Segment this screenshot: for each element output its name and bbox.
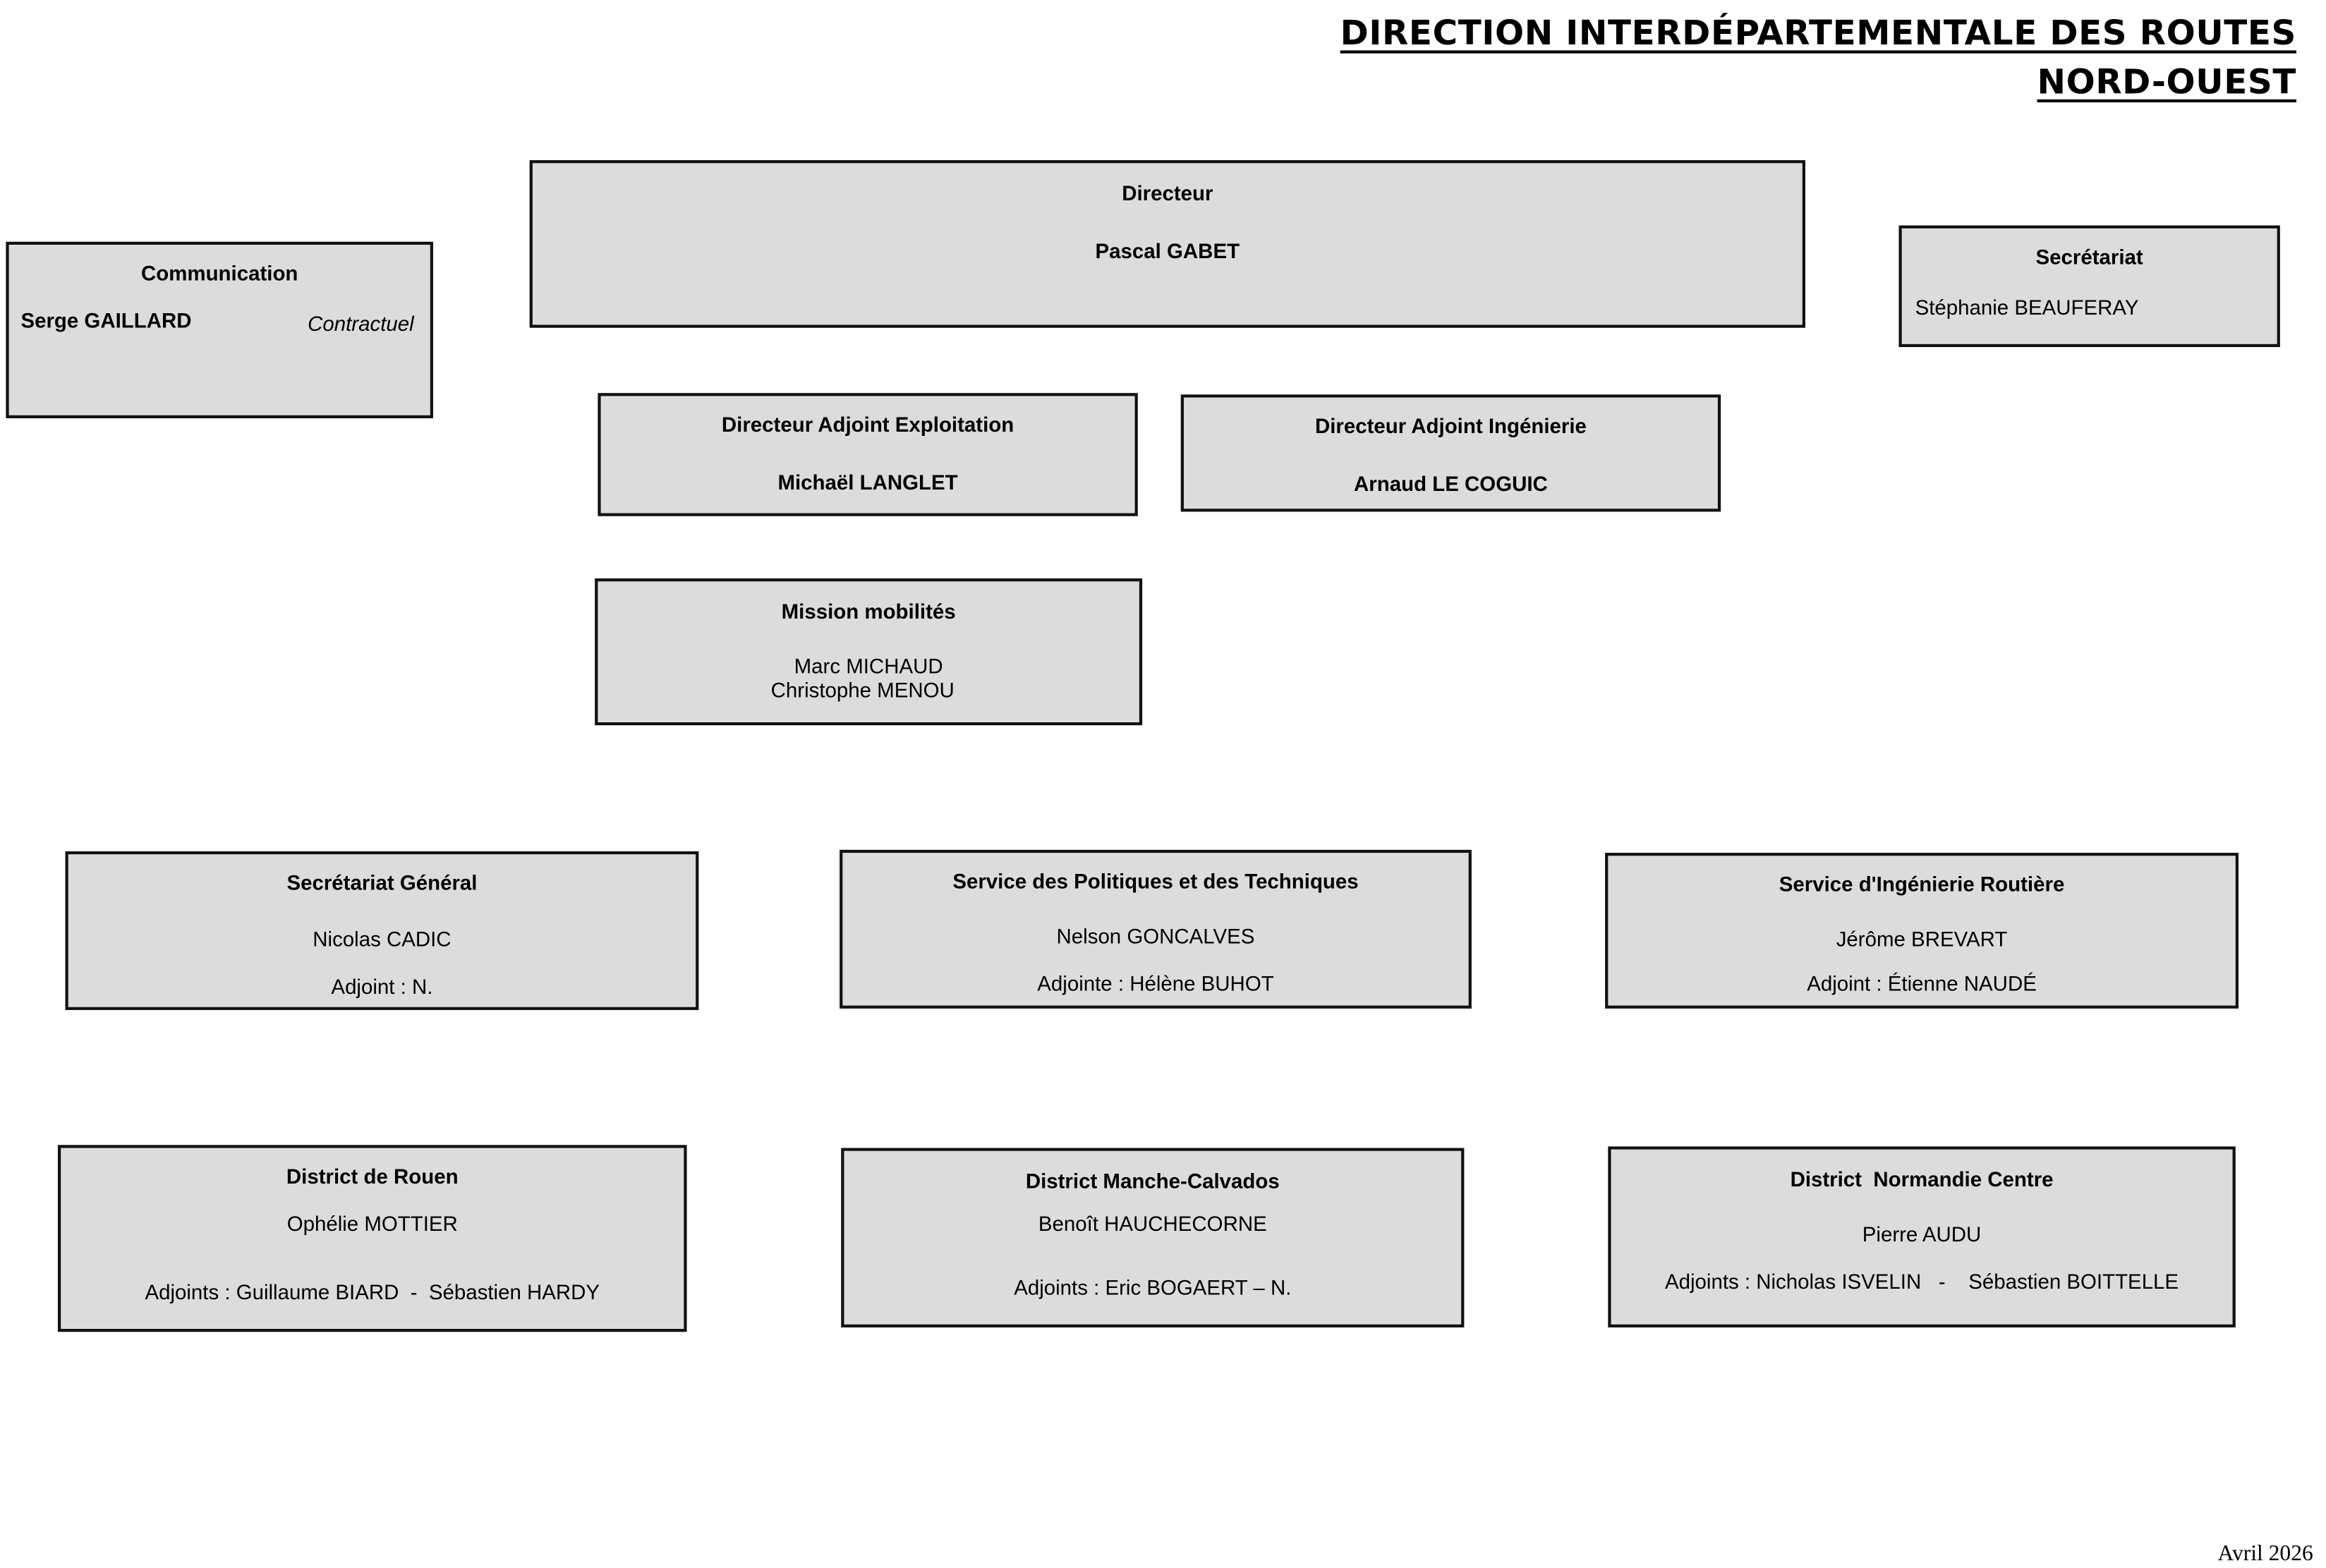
box-secretariat-general: Secrétariat Général Nicolas CADIC Adjoin…: [65, 851, 699, 1010]
person-name: Ophélie MOTTIER: [286, 1211, 458, 1236]
person-name: Stéphanie BEAUFERAY: [1915, 295, 2139, 320]
box-district-normandie-centre: District Normandie Centre Pierre AUDU Ad…: [1608, 1146, 2236, 1327]
box-communication: Communication Serge GAILLARD Contractuel: [6, 241, 433, 418]
adjoint-label: Adjointe : Hélène BUHOT: [1037, 971, 1274, 995]
person-name: Benoît HAUCHECORNE: [1038, 1211, 1267, 1236]
box-sir: Service d'Ingénierie Routière Jérôme BRE…: [1605, 853, 2239, 1009]
header-title-line2: NORD-OUEST: [2037, 63, 2296, 103]
box-district-rouen: District de Rouen Ophélie MOTTIER Adjoin…: [58, 1145, 687, 1332]
date-label: Avril 2026: [2217, 1542, 2313, 1567]
person-name: Arnaud LE COGUIC: [1354, 471, 1548, 496]
box-title: Mission mobilités: [781, 599, 956, 624]
box-title: Directeur Adjoint Exploitation: [721, 412, 1014, 437]
status-label: Contractuel: [308, 311, 414, 336]
person-name: Marc MICHAUD: [794, 654, 943, 678]
box-da-exploitation: Directeur Adjoint Exploitation Michaël L…: [598, 393, 1138, 516]
person-name: Nelson GONCALVES: [1056, 923, 1255, 948]
adjoint-label: Adjoints : Guillaume BIARD - Sébastien H…: [145, 1280, 600, 1304]
box-title: Secrétariat: [2035, 244, 2143, 269]
header-title-line1: DIRECTION INTERDÉPARTEMENTALE DES ROUTES: [1340, 15, 2296, 54]
box-directeur: Directeur Pascal GABET: [529, 160, 1805, 328]
box-title: District Manche-Calvados: [1025, 1168, 1280, 1193]
person-name: Christophe MENOU: [770, 677, 955, 702]
box-title: District Normandie Centre: [1790, 1167, 2054, 1191]
person-name: Pierre AUDU: [1862, 1222, 1982, 1246]
person-name: Serge GAILLARD: [20, 308, 192, 333]
box-secretariat: Secrétariat Stéphanie BEAUFERAY: [1898, 225, 2280, 348]
person-name: Pascal GABET: [1095, 238, 1240, 263]
person-name: Michaël LANGLET: [777, 470, 958, 494]
person-name: Jérôme BREVART: [1836, 927, 2008, 951]
box-district-manche-calvados: District Manche-Calvados Benoît HAUCHECO…: [841, 1148, 1465, 1327]
box-mission-mobilites: Mission mobilités Marc MICHAUD Christoph…: [595, 578, 1143, 726]
box-title: District de Rouen: [286, 1164, 459, 1189]
box-da-ingenierie: Directeur Adjoint Ingénierie Arnaud LE C…: [1180, 394, 1721, 512]
box-title: Directeur Adjoint Ingénierie: [1314, 413, 1587, 438]
box-title: Communication: [140, 261, 298, 285]
adjoint-label: Adjoint : N.: [331, 974, 433, 999]
box-title: Secrétariat Général: [286, 870, 478, 894]
box-title: Service d'Ingénierie Routière: [1779, 872, 2065, 897]
box-title: Service des Politiques et des Techniques: [952, 869, 1359, 893]
box-spt: Service des Politiques et des Techniques…: [840, 849, 1472, 1009]
box-title: Directeur: [1122, 181, 1213, 205]
adjoint-label: Adjoint : Étienne NAUDÉ: [1807, 971, 2037, 995]
adjoint-label: Adjoints : Nicholas ISVELIN - Sébastien …: [1664, 1269, 2179, 1294]
adjoint-label: Adjoints : Eric BOGAERT – N.: [1014, 1275, 1292, 1299]
person-name: Nicolas CADIC: [313, 927, 452, 951]
